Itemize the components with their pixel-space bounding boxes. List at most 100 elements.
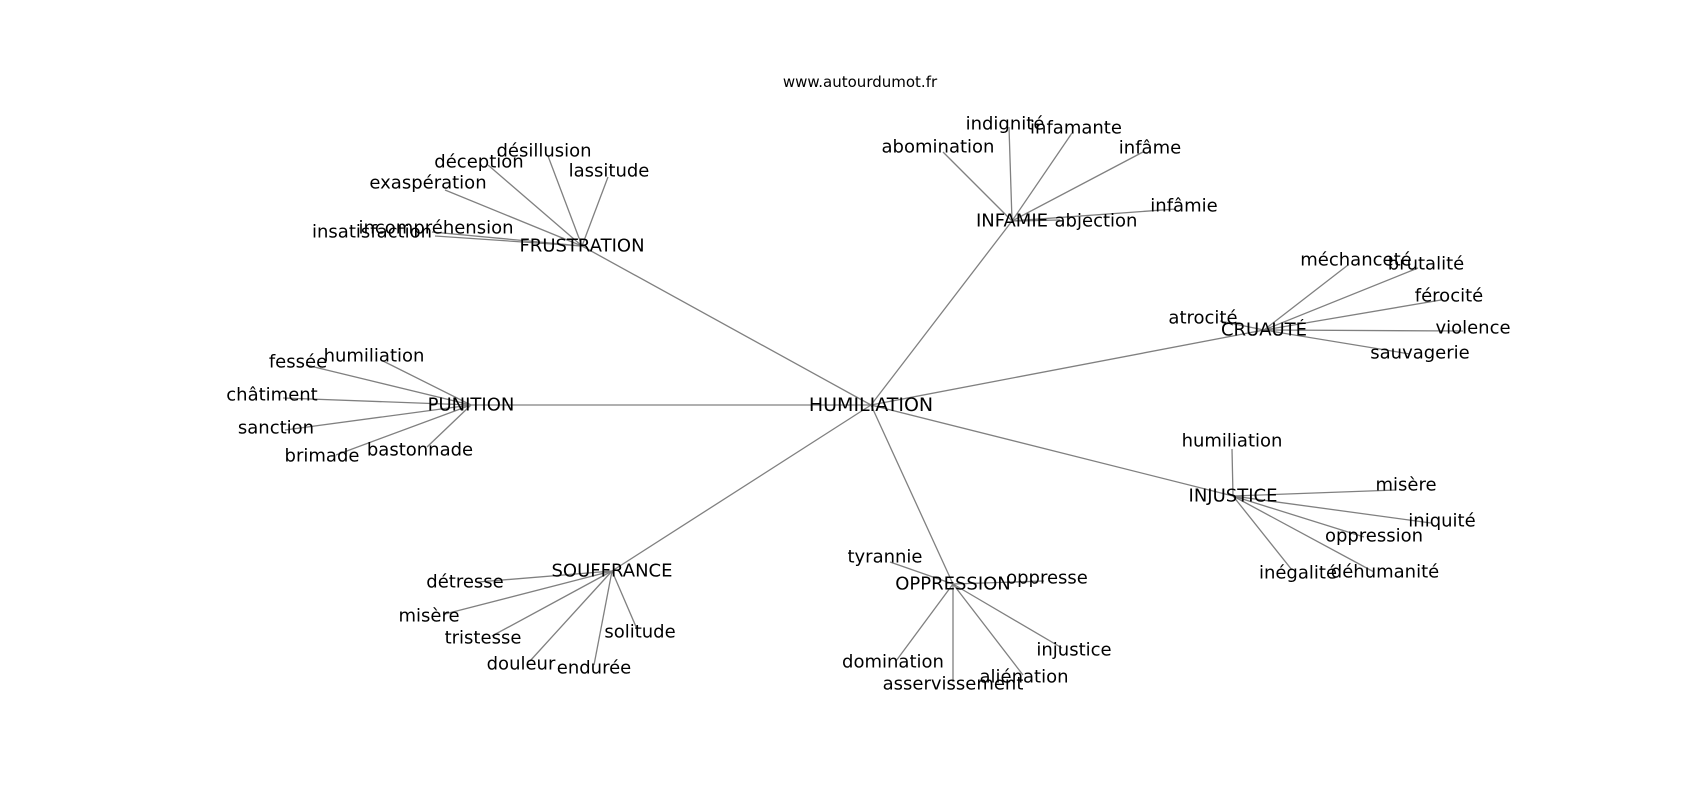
edge-infamie-0 [942,151,1013,222]
word-node: violence [1435,318,1510,339]
word-node: sanction [238,418,314,439]
word-node: brimade [285,446,360,467]
edge-center-oppression [870,404,954,585]
edge-injustice-1 [1232,489,1397,497]
edge-infamie-5 [1011,219,1061,222]
edge-oppression-2 [895,583,954,662]
edge-center-injustice [870,404,1234,497]
word-node: misère [398,606,459,627]
edge-souffrance-2 [491,570,613,637]
edge-frustration-5 [581,176,609,247]
word-node: domination [842,652,944,673]
word-node: bastonnade [367,440,473,461]
word-node: infâmie [1150,196,1217,217]
word-node: fessée [269,352,327,373]
word-node: injustice [1036,640,1111,661]
edge-infamie-1 [1008,126,1013,222]
word-node: sauvagerie [1370,343,1469,364]
edge-center-cruauté [870,329,1265,406]
word-node: indignité [966,114,1045,135]
edge-cruauté-0 [1219,320,1265,331]
edge-punition-4 [335,404,472,456]
edge-cruauté-4 [1263,329,1464,332]
hub-node-injustice: INJUSTICE [1189,486,1278,507]
edge-punition-5 [426,404,472,448]
edge-frustration-1 [431,231,583,247]
word-node: exaspération [369,173,486,194]
word-node: infâme [1119,138,1181,159]
word-node: oppression [1325,526,1423,547]
edge-injustice-3 [1232,495,1365,538]
word-node: abomination [882,137,995,158]
word-node: endurée [557,658,631,679]
edge-infamie-4 [1011,208,1177,222]
edge-cruauté-5 [1263,329,1411,355]
edge-oppression-4 [952,583,1024,676]
site-watermark: www.autourdumot.fr [783,73,938,91]
edge-oppression-5 [952,583,1063,649]
word-node: misère [1375,475,1436,496]
word-node: douleur [487,654,556,675]
word-node: solitude [604,622,675,643]
word-node: inégalité [1259,563,1337,584]
edge-injustice-0 [1231,448,1234,497]
hub-node-cruauté: CRUAUTÉ [1221,319,1307,341]
edge-frustration-2 [444,189,583,247]
hub-node-punition: PUNITION [428,395,515,416]
word-node: humiliation [1182,431,1283,452]
word-node: incompréhension [358,218,513,239]
edge-frustration-3 [487,164,583,247]
edge-infamie-2 [1011,132,1073,222]
edge-injustice-5 [1232,495,1375,573]
edge-punition-2 [282,397,472,406]
edge-infamie-3 [1011,151,1144,222]
edge-injustice-2 [1232,495,1432,524]
word-node: tristesse [445,628,522,649]
edge-souffrance-5 [611,570,638,630]
word-node: châtiment [226,385,317,406]
word-node: désillusion [496,141,591,162]
word-node: asservissement [883,674,1024,695]
word-node: tyrannie [847,547,922,568]
edge-souffrance-0 [477,570,613,583]
word-node: abjection [1055,211,1138,232]
center-node: HUMILIATION [809,394,933,416]
edge-punition-0 [305,364,472,406]
edge-punition-3 [284,404,472,431]
word-node: atrocité [1168,308,1237,329]
word-node: infamante [1030,118,1122,139]
edge-cruauté-3 [1263,299,1442,331]
edge-injustice-4 [1232,495,1293,571]
word-node: iniquité [1408,511,1475,532]
hub-node-infamie: INFAMIE [976,211,1048,232]
edge-punition-1 [382,360,472,406]
word-node: brutalité [1388,254,1464,275]
edge-cruauté-1 [1263,264,1349,331]
edge-center-souffrance [611,404,872,572]
word-node: aliénation [979,667,1068,688]
word-node: insatisfaction [312,222,432,243]
edge-center-frustration [581,245,872,406]
edge-oppression-1 [952,580,1045,585]
edge-frustration-4 [547,155,583,247]
word-node: déhumanité [1331,562,1439,583]
word-node: lassitude [569,161,650,182]
graph-labels: www.autourdumot.fr HUMILIATION insatisfa… [226,73,1510,695]
edge-oppression-0 [889,561,954,585]
edge-souffrance-1 [444,570,613,615]
word-node: férocité [1415,286,1483,307]
edge-center-infamie [870,220,1013,406]
edge-souffrance-3 [529,570,613,662]
edge-souffrance-4 [593,570,613,666]
word-node: détresse [426,572,503,593]
word-node: humiliation [324,346,425,367]
word-node: méchanceté [1300,250,1411,271]
graph-edges [282,126,1464,682]
word-node: déception [434,152,523,173]
hub-node-souffrance: SOUFFRANCE [552,561,673,582]
hub-node-frustration: FRUSTRATION [519,236,644,257]
word-node: oppresse [1006,568,1088,589]
hub-node-oppression: OPPRESSION [895,574,1011,595]
edge-cruauté-2 [1263,267,1419,331]
